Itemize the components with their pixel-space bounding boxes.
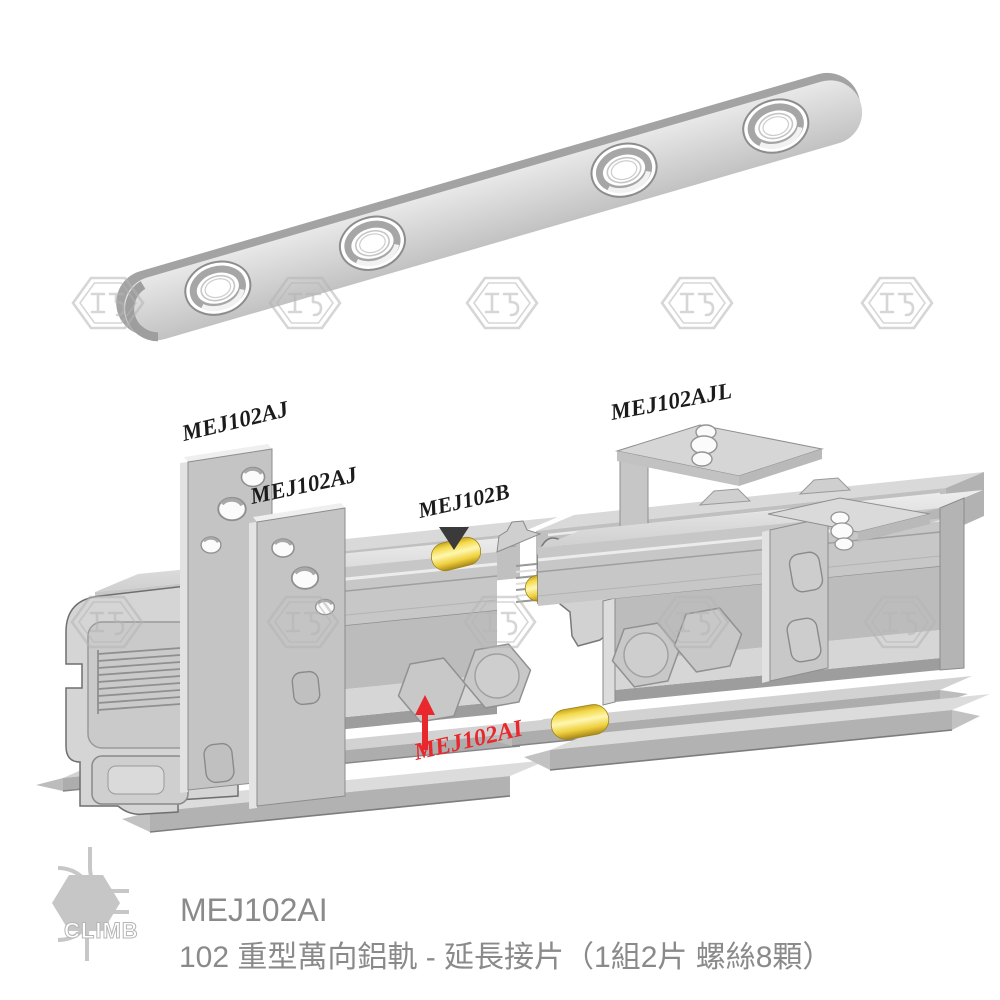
- label-bracket-back: MEJ102AJ: [178, 396, 292, 446]
- logo-text: CLIMB: [64, 918, 139, 943]
- right-bracket-hole-1: [830, 511, 850, 525]
- right-bracket-hole-2: [830, 522, 854, 540]
- logo-hexagon: [52, 875, 120, 931]
- bracket-b-hole-1: [270, 537, 296, 559]
- bracket-a-hole-3: [199, 535, 223, 555]
- right-bracket-slot-1: [788, 551, 824, 593]
- extension-plate-render: [116, 72, 863, 342]
- plate-left-cap-shade: [125, 281, 159, 342]
- plate-top-face: [123, 80, 863, 341]
- screw-lower: [550, 704, 610, 740]
- product-code: MEJ102AI: [180, 892, 328, 928]
- brand-logo: CLIMB: [52, 847, 139, 961]
- right-bracket-slot-2: [786, 617, 822, 663]
- right-bracket-hole-3: [834, 537, 854, 551]
- pointer-triangle: [439, 527, 469, 550]
- footer: MEJ102AI 102 重型萬向鋁軌 - 延長接片（1組2片 螺絲8顆）: [179, 892, 832, 974]
- bracket-b-slot: [291, 670, 321, 706]
- extension-arrow: [415, 695, 435, 750]
- bracket-mej102aj-front: [249, 503, 346, 809]
- l-bracket-mej102ajl: [615, 424, 824, 539]
- rail-assembly: [36, 424, 990, 833]
- hex-bosses: [397, 607, 743, 723]
- bracket-b-hole-2: [289, 565, 321, 591]
- screw-top: [430, 527, 482, 572]
- label-screw: MEJ102B: [415, 478, 512, 523]
- bracket-right-end: [762, 497, 931, 683]
- bracket-a-hole-2: [216, 495, 248, 523]
- ajl-hole-2: [690, 435, 718, 455]
- ajl-hole-3: [691, 451, 713, 467]
- label-l-bracket: MEJ102AJL: [607, 378, 733, 425]
- product-description: 102 重型萬向鋁軌 - 延長接片（1組2片 螺絲8顆）: [179, 941, 832, 974]
- bracket-a-slot: [203, 742, 235, 784]
